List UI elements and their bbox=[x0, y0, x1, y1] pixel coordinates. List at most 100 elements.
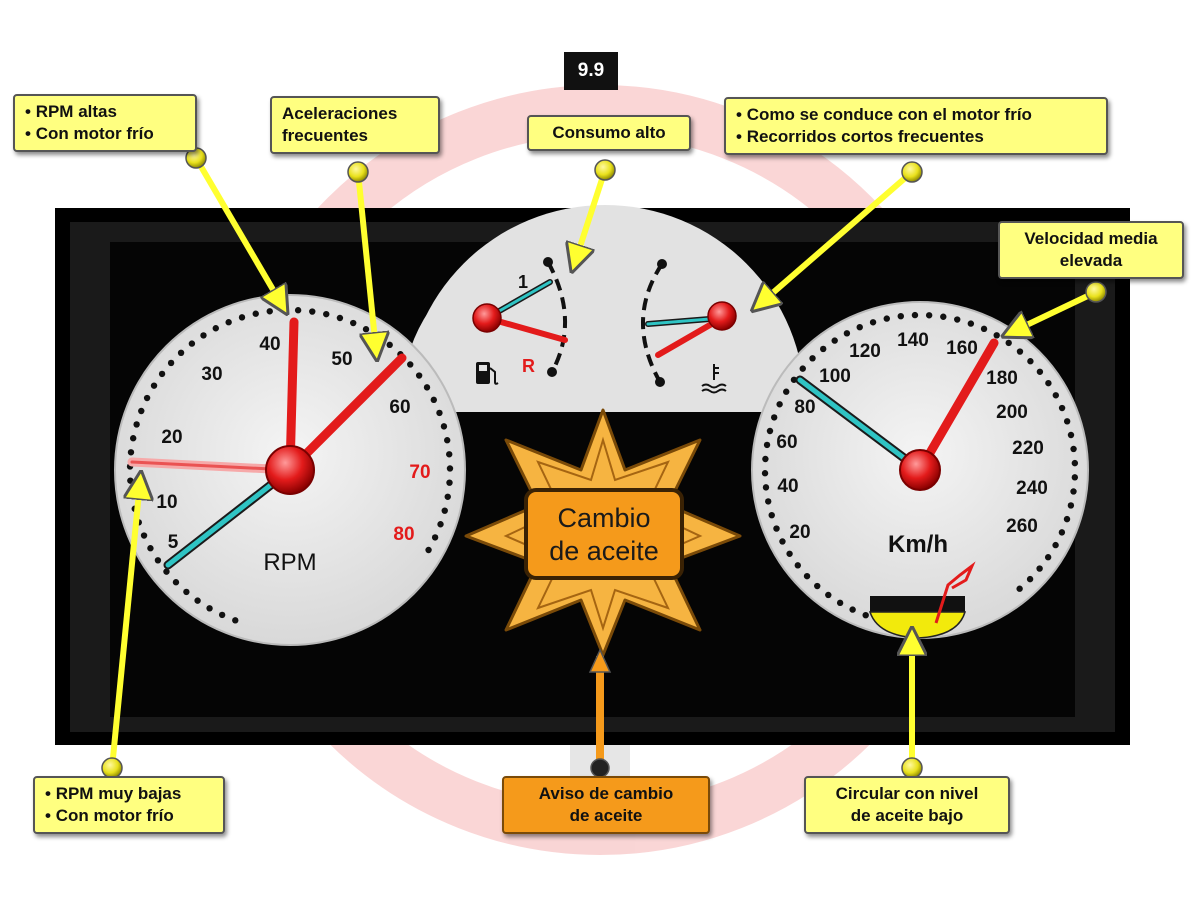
callout-oil-level: Circular con nivel de aceite bajo bbox=[804, 776, 1010, 834]
speedometer-tick-label: 220 bbox=[1012, 438, 1044, 459]
scale-dot bbox=[820, 345, 827, 353]
scale-dot bbox=[163, 568, 170, 575]
oil-dipstick-icon bbox=[934, 561, 976, 624]
scale-dot bbox=[763, 441, 771, 449]
scale-dot bbox=[993, 332, 1000, 339]
scale-dot bbox=[294, 307, 302, 314]
tachometer-tick-label: 20 bbox=[161, 427, 182, 448]
scale-dot bbox=[1071, 474, 1079, 481]
tachometer-tick-label: 5 bbox=[168, 532, 179, 553]
fuel-gauge-hub bbox=[472, 303, 502, 333]
scale-dot bbox=[133, 421, 140, 428]
callout-oil-warning: Aviso de cambio de aceite bbox=[502, 776, 710, 834]
scale-dot bbox=[444, 437, 451, 444]
scale-dot bbox=[129, 435, 137, 442]
scale-dot bbox=[856, 323, 863, 331]
callout-oil-warning-line-1: Aviso de cambio bbox=[538, 784, 674, 803]
scale-dot bbox=[1063, 515, 1071, 523]
scale-dot bbox=[266, 308, 273, 315]
speedometer-tick-label: 260 bbox=[1006, 516, 1038, 537]
scale-dot bbox=[167, 359, 175, 367]
scale-dot bbox=[431, 534, 439, 541]
scale-dot bbox=[206, 605, 213, 612]
callout-cold-engine: Como se conduce con el motor frío Recorr… bbox=[724, 97, 1108, 155]
scale-dot bbox=[1016, 348, 1024, 355]
scale-dot bbox=[1067, 431, 1075, 439]
scale-dot bbox=[803, 572, 811, 580]
callout-oil-level-line-2: de aceite bajo bbox=[850, 806, 964, 825]
scale-dot bbox=[350, 319, 357, 327]
scale-dot bbox=[799, 365, 806, 372]
page-number: 9.9 bbox=[564, 52, 618, 90]
scale-dot bbox=[862, 611, 869, 619]
callout-consumption-text: Consumo alto bbox=[552, 123, 666, 142]
scale-dot bbox=[836, 599, 844, 607]
scale-dot bbox=[940, 313, 947, 320]
scale-dot bbox=[154, 557, 162, 564]
callout-pointers bbox=[109, 156, 1098, 769]
scale-dot bbox=[437, 521, 444, 528]
callout-consumption: Consumo alto bbox=[527, 115, 691, 151]
scale-dot bbox=[218, 611, 226, 619]
scale-dot bbox=[280, 306, 288, 314]
scale-dot bbox=[768, 511, 775, 519]
scale-dot bbox=[252, 310, 259, 317]
scale-dot bbox=[770, 414, 778, 421]
scale-dot bbox=[1058, 529, 1066, 536]
scale-dot bbox=[1071, 459, 1079, 467]
scale-dot bbox=[425, 546, 432, 554]
scale-dot bbox=[849, 606, 856, 613]
callout-cold-engine-line-1: Como se conduce con el motor frío bbox=[736, 104, 1096, 126]
center-gauge-panel bbox=[398, 236, 802, 412]
scale-dot bbox=[1036, 565, 1043, 572]
scale-dot bbox=[1067, 502, 1075, 509]
scale-dot bbox=[150, 382, 158, 389]
tachometer-tick-label: 10 bbox=[156, 492, 177, 513]
scale-dot bbox=[883, 315, 890, 322]
oil-change-warning-box bbox=[524, 488, 684, 580]
tachometer-tick-label: 40 bbox=[259, 334, 280, 355]
scale-dot bbox=[765, 498, 772, 505]
scale-dot bbox=[423, 384, 431, 391]
scale-dot bbox=[1026, 575, 1034, 583]
scale-dot bbox=[776, 401, 783, 408]
speedometer-tick-label: 80 bbox=[794, 397, 815, 418]
scale-dot bbox=[336, 314, 344, 322]
scale-dot bbox=[814, 582, 821, 590]
scale-dot bbox=[225, 319, 232, 326]
speedometer-tick-label: 40 bbox=[777, 476, 798, 497]
speedometer-tick-label: 100 bbox=[819, 366, 851, 387]
scale-dot bbox=[1016, 585, 1023, 592]
callout-cold-engine-line-2: Recorridos cortos frecuentes bbox=[736, 126, 1096, 148]
scale-dot bbox=[143, 394, 151, 402]
scale-dot bbox=[200, 332, 207, 339]
scale-dot bbox=[323, 310, 330, 318]
tachometer-tick-label: 70 bbox=[409, 462, 430, 483]
scale-dot bbox=[1036, 368, 1044, 375]
speedometer-hub bbox=[899, 449, 941, 491]
fuel-scale-reserve: R bbox=[522, 356, 535, 376]
coolant-temperature-icon bbox=[701, 364, 727, 394]
scale-dot bbox=[446, 479, 453, 486]
speedometer-tick-label: 20 bbox=[789, 522, 810, 543]
scale-dot bbox=[783, 388, 790, 395]
scale-dot bbox=[766, 427, 774, 435]
scale-dot bbox=[140, 532, 148, 539]
callout-oil-warning-line-2: de aceite bbox=[569, 806, 643, 825]
speedometer-tick-label: 180 bbox=[986, 368, 1018, 389]
callout-speed-line-1: Velocidad media bbox=[1024, 229, 1158, 248]
callout-rpm-high-line-1: RPM altas bbox=[25, 101, 185, 123]
scale-dot bbox=[446, 465, 454, 472]
scale-dot bbox=[831, 337, 838, 344]
scale-dot bbox=[809, 355, 816, 362]
speedometer-needle-high bbox=[915, 338, 999, 475]
tachometer-tick-label: 30 bbox=[201, 364, 222, 385]
scale-dot bbox=[925, 312, 933, 319]
callout-rpm-high-line-2: Con motor frío bbox=[25, 123, 185, 145]
scale-dot bbox=[441, 507, 448, 514]
callout-accelerations: Aceleraciones frecuentes bbox=[270, 96, 440, 154]
fuel-gauge: 1 R bbox=[472, 257, 568, 385]
speedometer-tick-label: 140 bbox=[897, 330, 929, 351]
fuel-pump-icon bbox=[476, 362, 499, 385]
